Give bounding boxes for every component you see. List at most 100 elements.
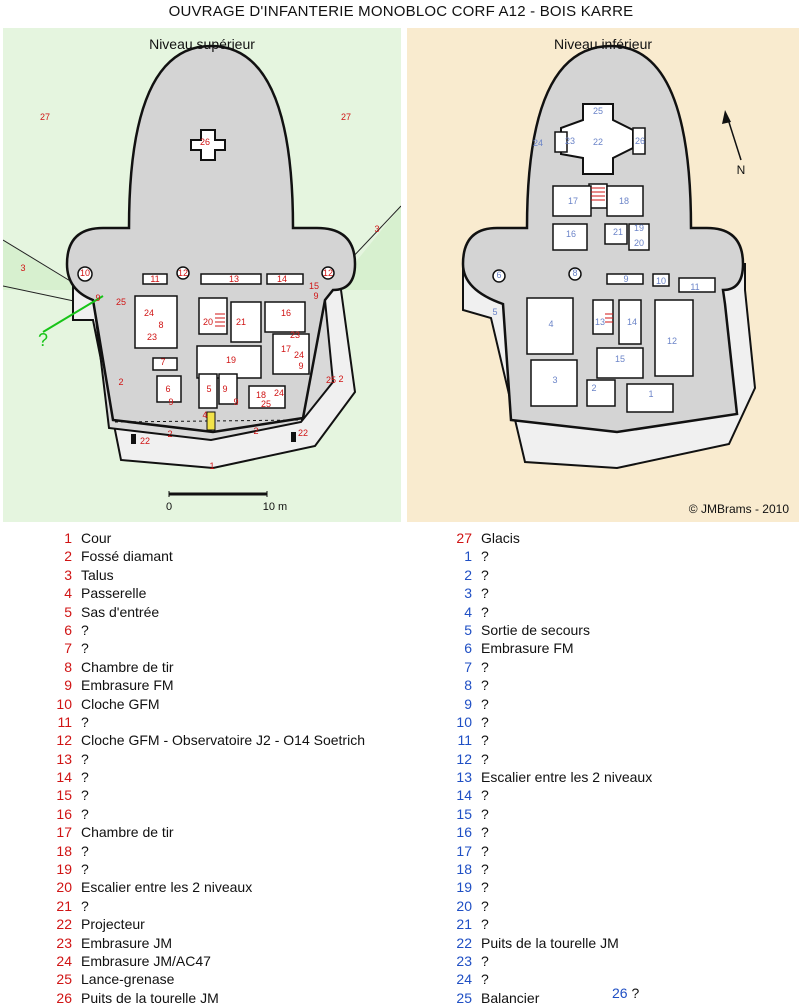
room-number: 23 <box>565 136 575 146</box>
room-number: 17 <box>568 196 578 206</box>
legend-number: 22 <box>56 916 72 933</box>
room-number: 8 <box>158 320 163 330</box>
room-number: 14 <box>627 317 637 327</box>
room-number: 18 <box>256 390 266 400</box>
legend-label: ? <box>481 677 489 694</box>
unknown-mark: ? <box>38 330 48 350</box>
legend-number: 16 <box>456 824 472 841</box>
legend-item: 4? <box>440 603 652 621</box>
legend-item: 7? <box>40 639 365 657</box>
room-number: 20 <box>634 238 644 248</box>
legend-item: 19? <box>440 878 652 896</box>
legend-label: ? <box>481 897 489 914</box>
legend-label: Embrasure FM <box>481 640 574 657</box>
legend-number: 25 <box>456 989 472 1006</box>
legend-label: Escalier entre les 2 niveaux <box>481 769 653 786</box>
legend-number: 3 <box>64 566 72 583</box>
legend-number: 12 <box>456 750 472 767</box>
legend-number: 14 <box>456 787 472 804</box>
legend-number: 27 <box>456 530 472 546</box>
legend-lower-item-26: 26 ? <box>612 984 639 1002</box>
legend-item: 1? <box>440 547 652 565</box>
legend-number: 20 <box>56 879 72 896</box>
north-arrow-head <box>722 110 731 124</box>
room-number: 22 <box>298 428 308 438</box>
legend-number: 1 <box>64 530 72 546</box>
legend-item: 3? <box>440 584 652 602</box>
legend-item: 6? <box>40 621 365 639</box>
legend-number: 6 <box>64 621 72 638</box>
legend-number: 19 <box>56 861 72 878</box>
room-number: 24 <box>144 308 154 318</box>
room-number: 20 <box>203 317 213 327</box>
room-number: 25 <box>326 375 336 385</box>
legend-label: ? <box>481 658 489 675</box>
legend-label: Sas d'entrée <box>81 603 160 620</box>
legend-label: ? <box>81 787 89 804</box>
legend-number: 14 <box>56 769 72 786</box>
room-number: 11 <box>150 274 159 284</box>
room-number: 25 <box>116 297 126 307</box>
room-number: 10 <box>656 276 666 286</box>
room-number: 8 <box>572 268 577 278</box>
legend-label: ? <box>81 842 89 859</box>
legend-number: 9 <box>464 695 472 712</box>
legend-label: ? <box>481 842 489 859</box>
upper-level-title: Niveau supérieur <box>149 36 255 52</box>
legend-number: 6 <box>464 640 472 657</box>
room-number: 17 <box>281 344 291 354</box>
legend-label: ? <box>631 985 640 1001</box>
legend-number: 13 <box>56 750 72 767</box>
room-number: 13 <box>229 274 239 284</box>
room-number: 3 <box>20 263 25 273</box>
room-number: 6 <box>165 384 170 394</box>
legend-label: ? <box>481 566 489 583</box>
legend-label: Fossé diamant <box>81 548 173 565</box>
legend-label: ? <box>81 750 89 767</box>
room-number: 2 <box>167 429 172 439</box>
legend-label: Lance-grenase <box>81 971 175 988</box>
room-number: 23 <box>290 330 300 340</box>
room-number: 2 <box>591 383 596 393</box>
legend-item: 6 Embrasure FM <box>440 639 652 657</box>
room-number: 15 <box>309 281 319 291</box>
legend-label: ? <box>481 750 489 767</box>
legend-label: ? <box>481 603 489 620</box>
legend-label: Cloche GFM - Observatoire J2 - O14 Soetr… <box>81 732 365 749</box>
legend-item: 10? <box>440 713 652 731</box>
legend-label: Embrasure JM/AC47 <box>81 952 211 969</box>
legend-item: 7? <box>440 658 652 676</box>
legend-item: 16? <box>440 823 652 841</box>
legend-label: Escalier entre les 2 niveaux <box>81 879 253 896</box>
legend-number: 17 <box>456 842 472 859</box>
legend-item: 13? <box>40 750 365 768</box>
room-number: 10 <box>80 268 90 278</box>
diagram-title: OUVRAGE D'INFANTERIE MONOBLOC CORF A12 -… <box>168 3 634 20</box>
room-number: 21 <box>236 317 246 327</box>
legend-label: Projecteur <box>81 916 145 933</box>
upper-rooms <box>77 266 335 409</box>
room-number: 16 <box>566 229 576 239</box>
room-number: 22 <box>140 436 150 446</box>
legend-label: ? <box>481 971 489 988</box>
legend-number: 22 <box>456 934 472 951</box>
legend-number: 8 <box>64 658 72 675</box>
room-number: 24 <box>533 138 543 148</box>
legend-item: 24? <box>440 970 652 988</box>
legend-number: 26 <box>56 989 72 1006</box>
legend-number: 1 <box>464 548 472 565</box>
legend-item: 8? <box>440 676 652 694</box>
legend-number: 11 <box>457 732 472 749</box>
lower-stairs <box>591 187 613 323</box>
legend-label: ? <box>481 879 489 896</box>
